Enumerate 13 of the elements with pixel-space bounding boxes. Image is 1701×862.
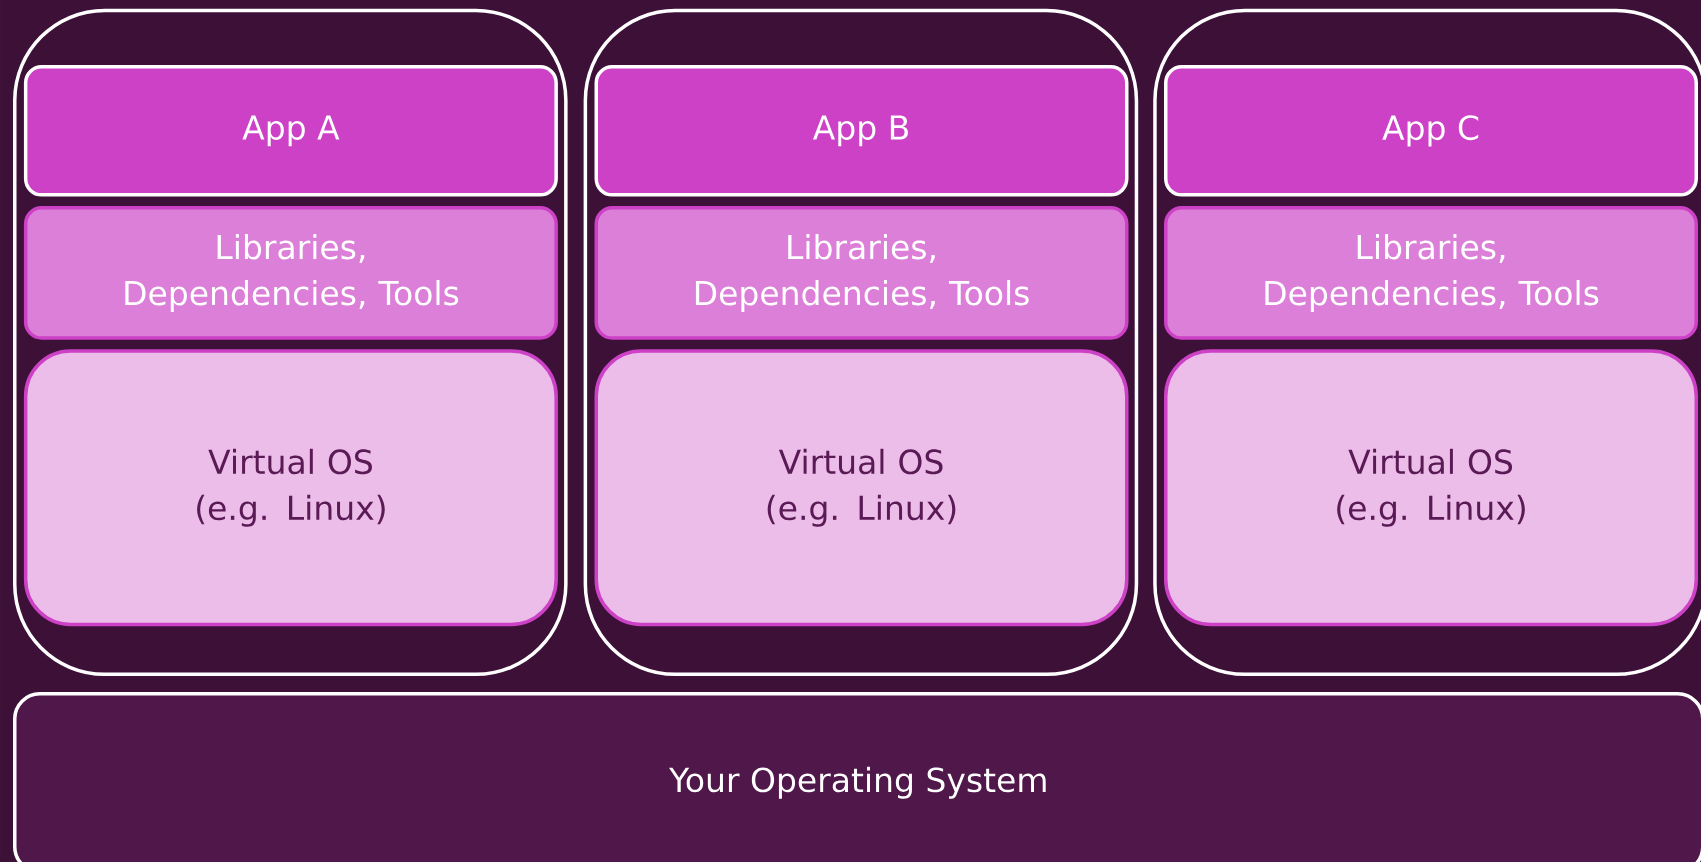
virtual-os-box: Virtual OS (e.g. Linux) [594, 349, 1129, 627]
container-box [583, 8, 1139, 677]
app-box: App A [23, 65, 558, 197]
container-box [13, 8, 568, 677]
virtual-os-box: Virtual OS (e.g. Linux) [23, 349, 558, 627]
library-box: Libraries, Dependencies, Tools [594, 206, 1129, 340]
app-box: App C [1164, 65, 1698, 197]
os-box: Your Operating System [13, 692, 1701, 862]
library-box: Libraries, Dependencies, Tools [1164, 206, 1698, 340]
library-box: Libraries, Dependencies, Tools [23, 206, 558, 340]
virtual-os-box: Virtual OS (e.g. Linux) [1164, 349, 1698, 627]
container-box [1153, 8, 1701, 677]
app-box: App B [594, 65, 1129, 197]
